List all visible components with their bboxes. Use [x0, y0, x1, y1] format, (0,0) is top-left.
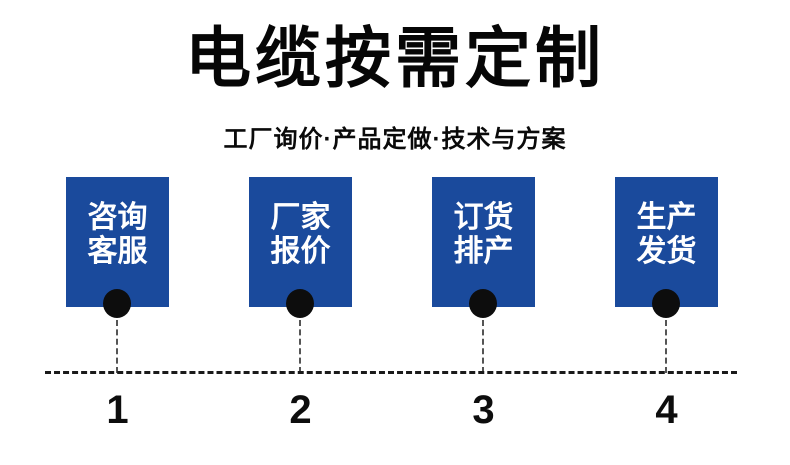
step-label-line2: 客服: [87, 235, 148, 268]
step-number: 4: [655, 388, 678, 432]
step-number: 2: [289, 388, 312, 432]
step-dot: [652, 289, 680, 318]
step-label-line1: 厂家: [270, 201, 331, 234]
step-dot: [103, 289, 131, 318]
step-connector-line: [299, 320, 301, 373]
step-number: 3: [472, 388, 495, 432]
step-quote: 厂家 报价 2: [249, 177, 352, 447]
timeline-dashed-line: [45, 371, 737, 374]
step-consult: 咨询 客服 1: [66, 177, 169, 447]
step-connector-line: [665, 320, 667, 373]
page-title: 电缆按需定制: [185, 21, 605, 95]
step-number: 1: [106, 388, 129, 432]
step-label-line2: 排产: [453, 235, 514, 268]
step-dot: [469, 289, 497, 318]
step-label-line1: 订货: [453, 201, 514, 234]
step-card-quote: 厂家 报价: [249, 177, 352, 307]
step-card-ship: 生产 发货: [615, 177, 718, 307]
step-order: 订货 排产 3: [432, 177, 535, 447]
step-label-line1: 生产: [636, 201, 697, 234]
step-dot: [286, 289, 314, 318]
step-label-line1: 咨询: [87, 201, 148, 234]
step-label-line2: 发货: [636, 235, 697, 268]
page-subtitle: 工厂询价·产品定做·技术与方案: [223, 126, 567, 153]
step-label-line2: 报价: [270, 235, 331, 268]
step-ship: 生产 发货 4: [615, 177, 718, 447]
step-card-order: 订货 排产: [432, 177, 535, 307]
step-connector-line: [116, 320, 118, 373]
step-card-consult: 咨询 客服: [66, 177, 169, 307]
step-connector-line: [482, 320, 484, 373]
